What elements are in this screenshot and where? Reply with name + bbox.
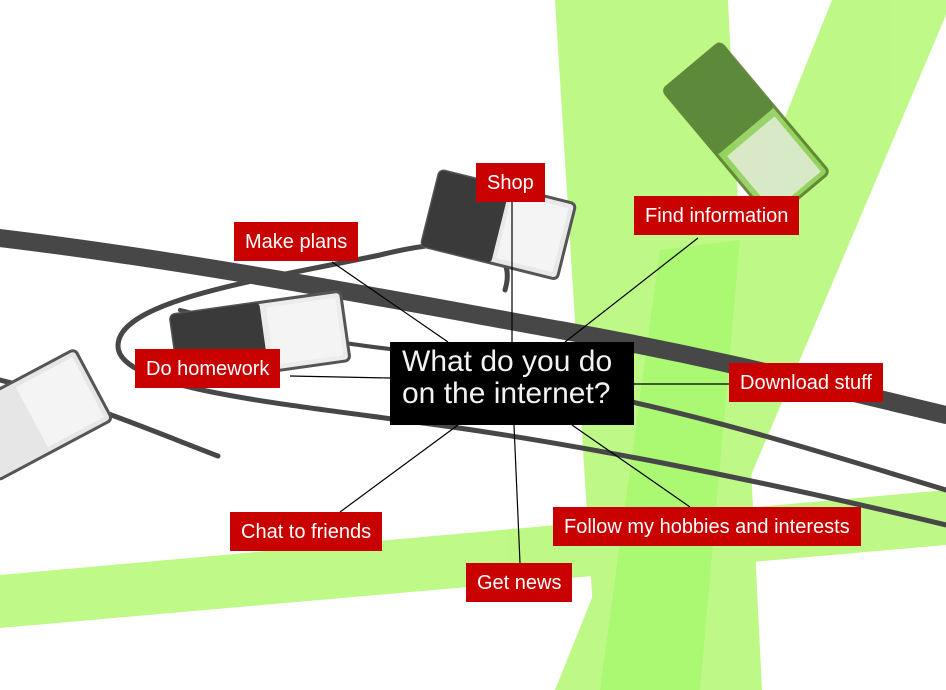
branch-find-information: Find information <box>634 196 800 235</box>
branch-do-homework: Do homework <box>135 349 281 388</box>
phone-left-edge <box>0 349 113 481</box>
central-question-line-1: What do you do <box>402 345 613 378</box>
central-question-line-2: on the internet? <box>402 377 611 410</box>
connector-hobbies <box>571 424 691 508</box>
connector-get-news <box>513 424 521 564</box>
branch-download-stuff: Download stuff <box>729 363 883 402</box>
branch-get-news: Get news <box>466 563 573 602</box>
branch-follow-hobbies: Follow my hobbies and interests <box>553 507 861 546</box>
connector-find-information <box>564 237 699 343</box>
central-question-node: What do you do on the internet? <box>390 342 634 425</box>
connector-make-plans <box>331 261 449 343</box>
connector-do-homework <box>289 375 391 379</box>
cable-right <box>597 392 946 493</box>
phone-green <box>663 42 829 220</box>
branch-make-plans: Make plans <box>234 222 359 261</box>
connectors <box>289 200 730 564</box>
branch-chat-to-friends: Chat to friends <box>230 512 383 551</box>
connector-chat <box>339 424 459 513</box>
branch-shop: Shop <box>476 163 545 202</box>
